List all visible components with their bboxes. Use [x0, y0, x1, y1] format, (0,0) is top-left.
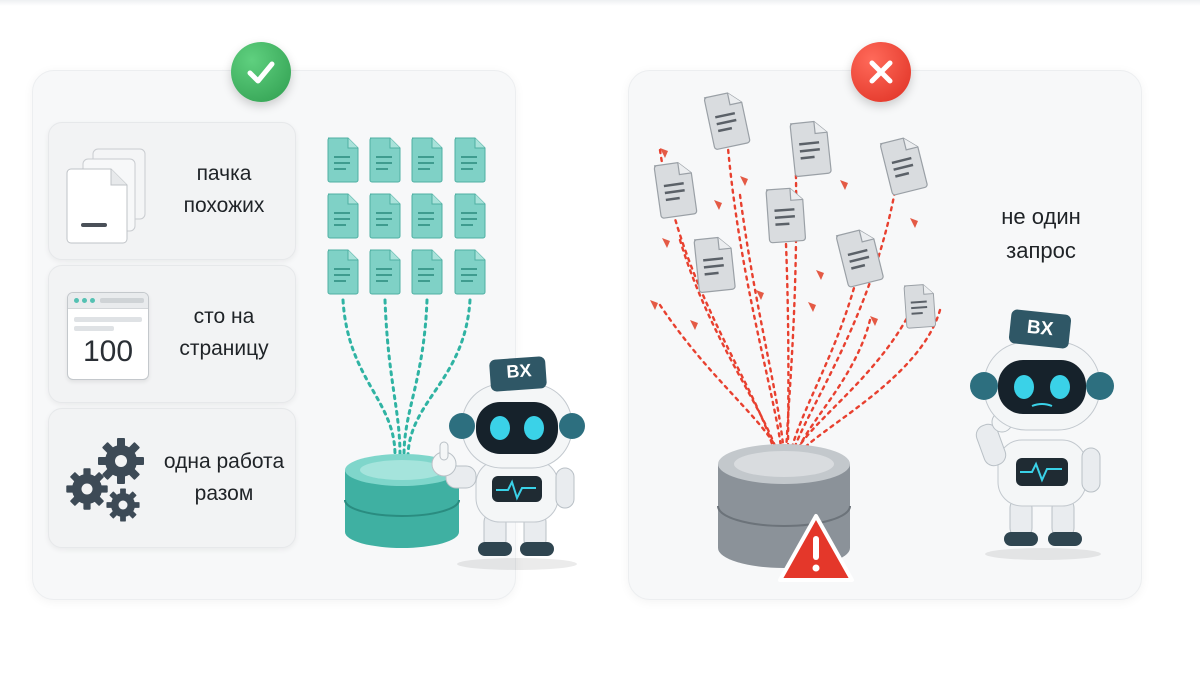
- check-icon: [231, 42, 291, 102]
- top-divider: [0, 0, 1200, 6]
- not-one-request-label: не один запрос: [1001, 204, 1081, 263]
- page-number: 100: [82, 335, 134, 368]
- warning-triangle-icon: [778, 514, 854, 582]
- stacked-documents-icon: [66, 148, 146, 244]
- robot-badge-good: BX: [505, 360, 533, 382]
- teal-dotted-lines: [341, 298, 472, 457]
- browser-page-icon: 100: [67, 292, 149, 380]
- card-hundred-label: сто на страницу: [179, 305, 269, 360]
- scattered-requests-flow: [650, 89, 942, 457]
- red-dotted-lines: [658, 108, 942, 457]
- teal-document-grid: [327, 137, 486, 295]
- batched-documents-flow: [327, 137, 486, 548]
- scattered-gray-documents: [653, 89, 937, 329]
- robot-thinking: [970, 309, 1114, 560]
- card-batch-similar: пачка похожих: [48, 122, 296, 260]
- card-one-job: одна работа разом: [48, 408, 296, 548]
- card-one-job-label: одна работа разом: [163, 450, 285, 505]
- gears-icon: [66, 438, 144, 522]
- overloaded-database: [717, 444, 854, 582]
- cross-icon: [851, 42, 911, 102]
- robot-thumbs-up: [431, 356, 585, 570]
- teal-database-icon: [344, 454, 460, 548]
- card-batch-label: пачка похожих: [183, 162, 265, 217]
- card-hundred-per-page: 100 сто на страницу: [48, 265, 296, 403]
